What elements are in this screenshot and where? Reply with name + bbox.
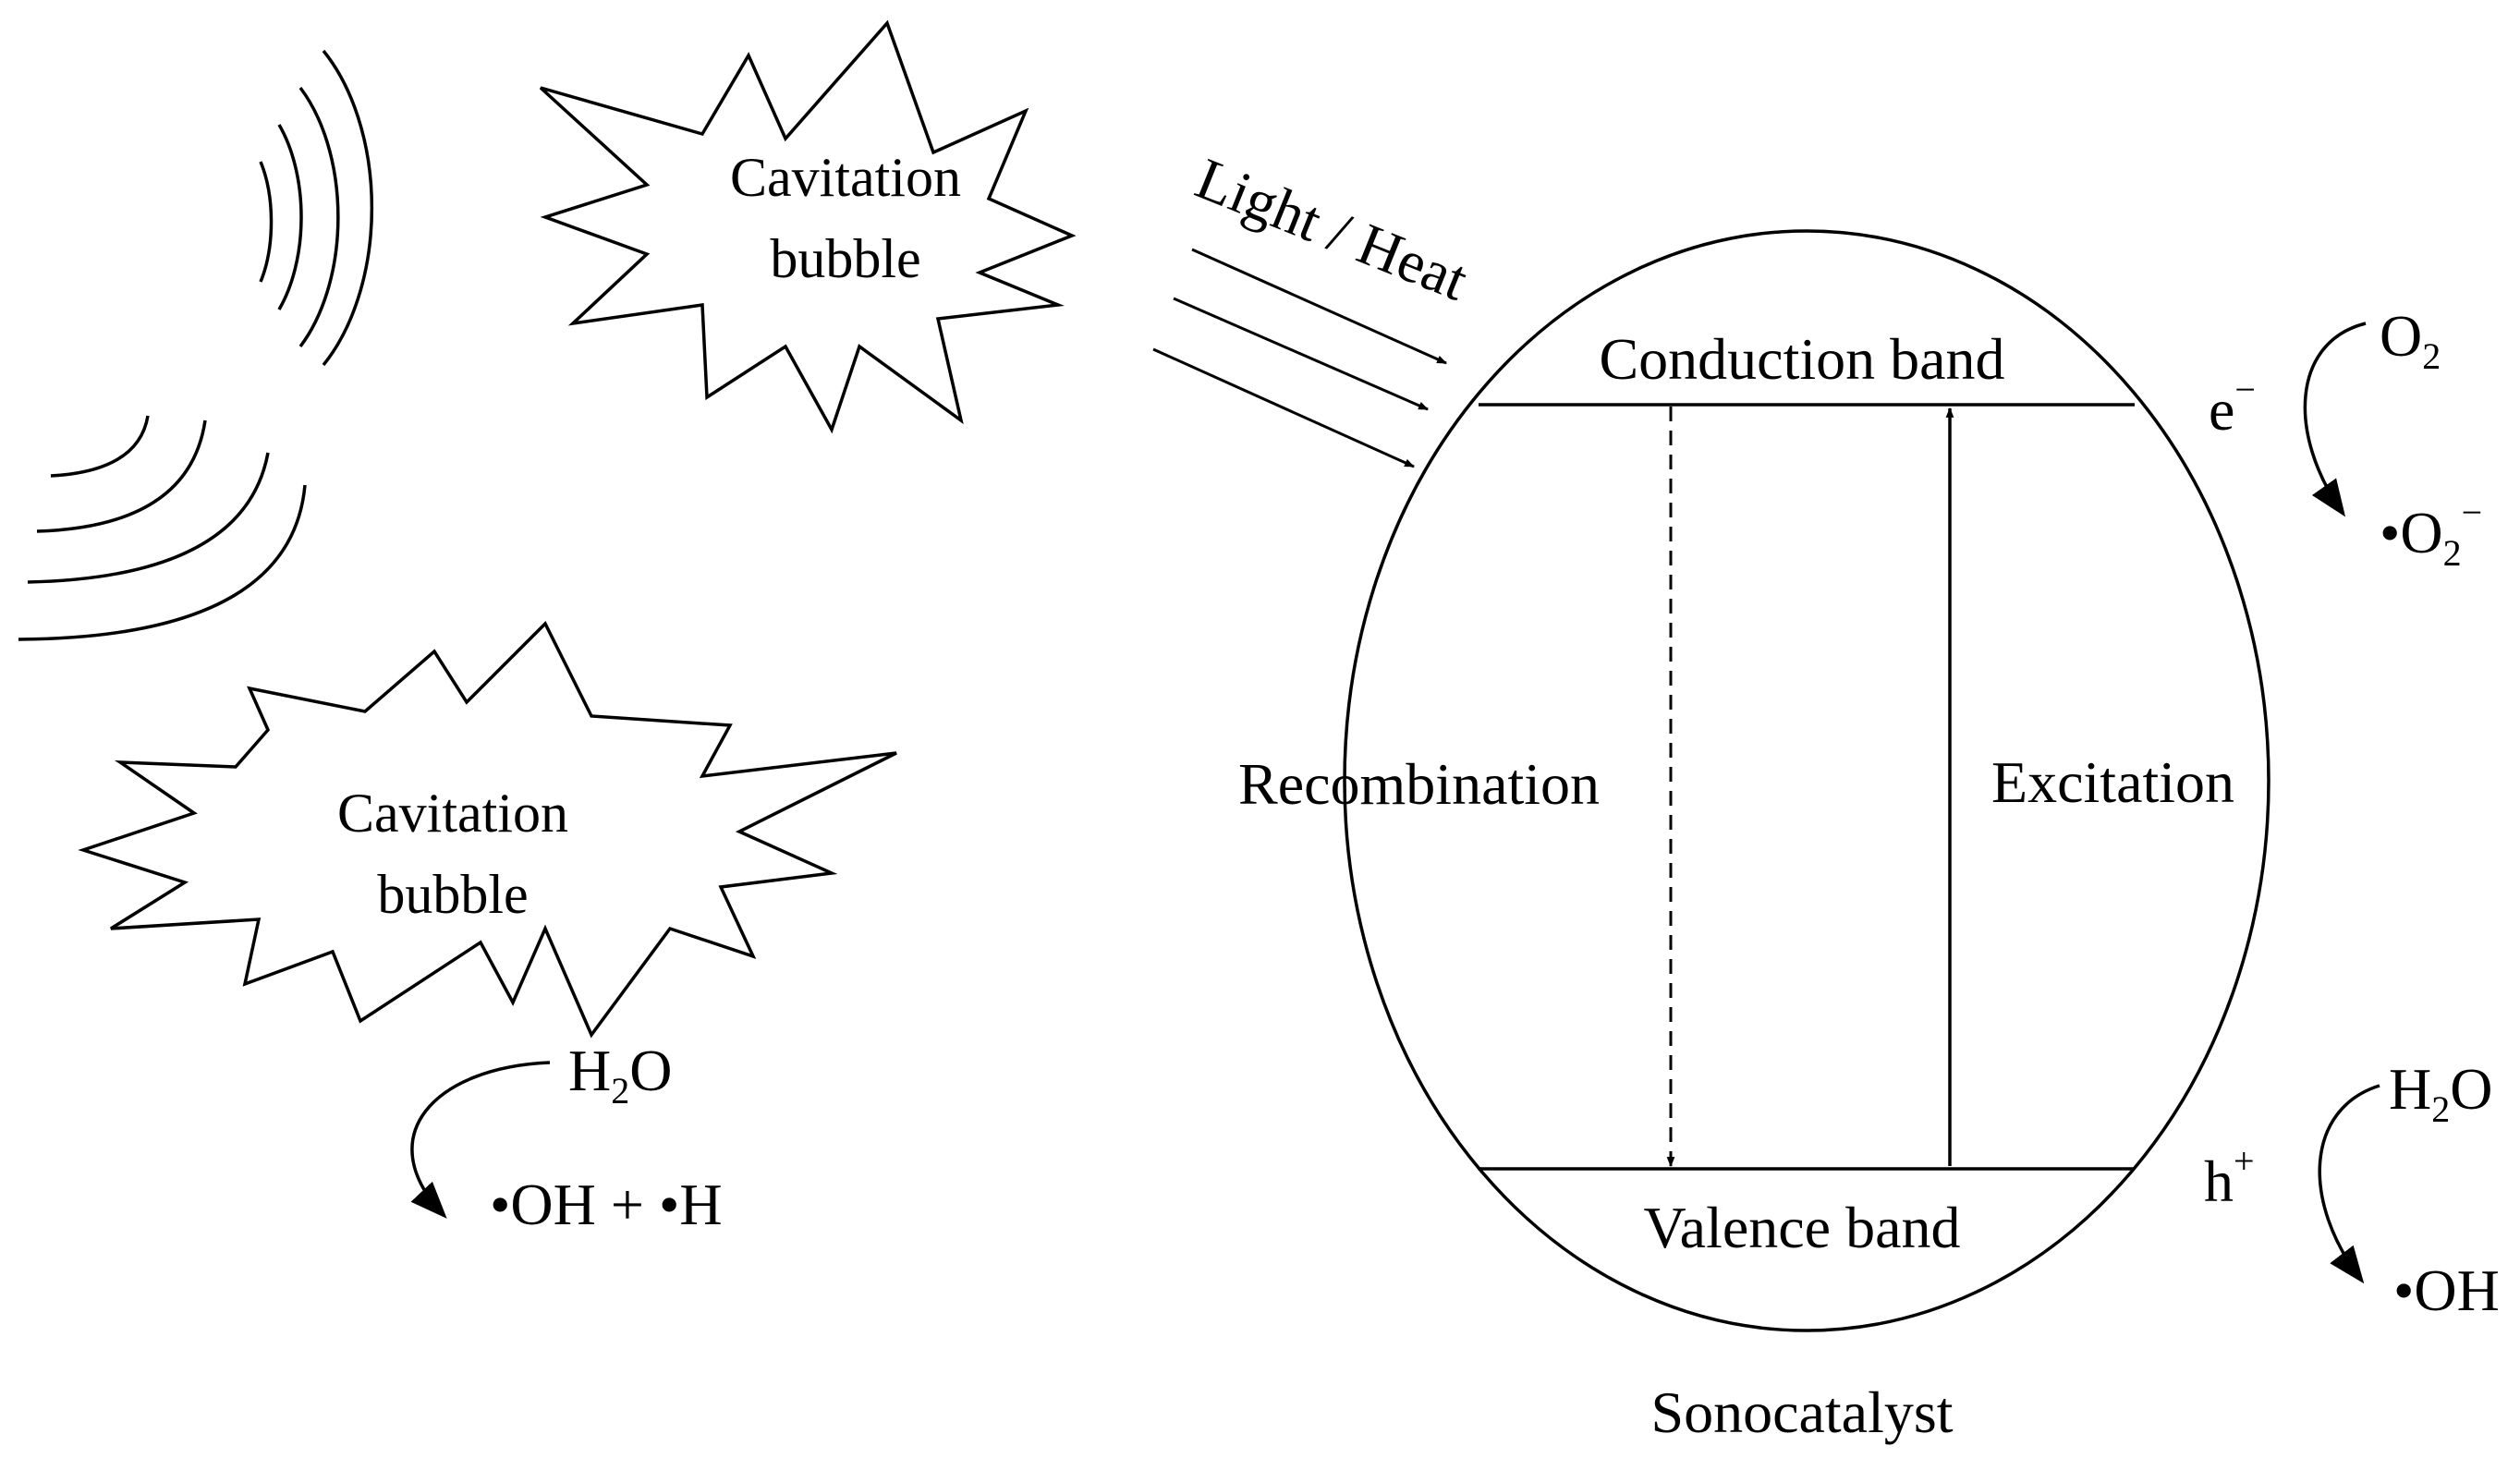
light-heat-label: Light / Heat	[1187, 145, 1478, 313]
recombination-label: Recombination	[1238, 751, 1600, 817]
left-products-label: •OH + •H	[490, 1172, 723, 1237]
cavitation-bubble-top: Cavitation bubble	[539, 19, 1077, 434]
sound-wave-icon-bottom	[18, 415, 307, 641]
excitation-label: Excitation	[1991, 749, 2234, 815]
sonocatalyst-label: Sonocatalyst	[1650, 1379, 1953, 1445]
water-left-arrow	[410, 1061, 551, 1219]
water-right-label: H2O	[2389, 1056, 2492, 1130]
electron-label: e−	[2209, 369, 2256, 443]
hole-reaction-arrow	[2318, 1084, 2380, 1284]
bubble-top-line2: bubble	[770, 228, 920, 289]
hydroxyl-right-label: •OH	[2393, 1258, 2500, 1323]
electron-reaction-arrow	[2303, 322, 2367, 517]
oxygen-label: O2	[2380, 303, 2441, 377]
bubble-top-line1: Cavitation	[730, 147, 961, 208]
water-left-label: H2O	[568, 1038, 672, 1112]
bubble-bottom-line2: bubble	[377, 864, 528, 925]
conduction-band-label: Conduction band	[1599, 326, 2004, 392]
sound-wave-icon-top	[259, 49, 374, 367]
bubble-bottom-line1: Cavitation	[337, 783, 568, 844]
superoxide-label: •O2−	[2380, 492, 2482, 574]
light-heat-arrows	[1152, 248, 1448, 468]
hole-label: h+	[2204, 1140, 2255, 1214]
sonocatalyst-particle	[1343, 229, 2270, 1332]
cavitation-bubble-bottom: Cavitation bubble	[78, 621, 897, 1039]
valence-band-label: Valence band	[1644, 1195, 1961, 1260]
